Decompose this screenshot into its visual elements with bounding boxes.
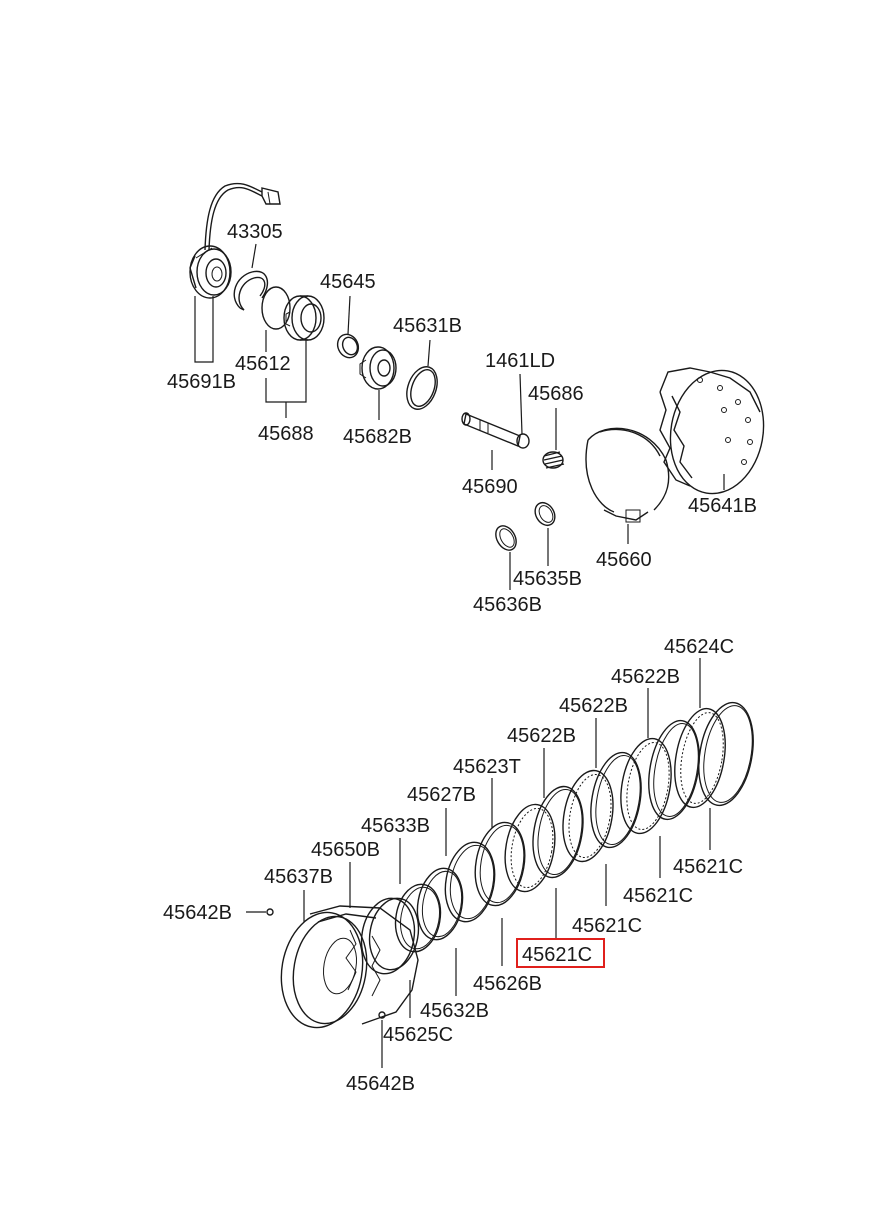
retainer-45682B[interactable]	[359, 346, 397, 390]
label-45691B: 45691B	[167, 371, 236, 393]
solenoid-wire	[204, 182, 281, 251]
label-45624C: 45624C	[664, 636, 734, 658]
label-45622B-mid: 45622B	[559, 695, 628, 717]
leader-lines-lower	[246, 658, 711, 1068]
brake-band-45660[interactable]	[585, 427, 670, 523]
friction-disc-45621C-highlight[interactable]	[499, 801, 562, 896]
plate-45626B[interactable]	[469, 818, 531, 909]
check-ball-45642B-1[interactable]	[266, 908, 274, 916]
label-45621C-midright: 45621C	[623, 885, 693, 907]
friction-disc-45621C-2[interactable]	[614, 735, 678, 838]
label-45621C-highlight[interactable]: 45621C	[522, 944, 592, 966]
label-45641B: 45641B	[688, 495, 757, 517]
spring-45686[interactable]	[542, 451, 565, 469]
label-45637B: 45637B	[264, 866, 333, 888]
piston-45688[interactable]	[283, 295, 325, 341]
steel-plate-45622B-2[interactable]	[584, 749, 648, 852]
label-45625C: 45625C	[383, 1024, 453, 1046]
label-45622B-low: 45622B	[507, 725, 576, 747]
label-45690: 45690	[462, 476, 518, 498]
label-45650B: 45650B	[311, 839, 380, 861]
label-45688: 45688	[258, 423, 314, 445]
snap-ring-43305[interactable]	[233, 270, 269, 311]
label-45645: 45645	[320, 271, 376, 293]
label-45622B-top: 45622B	[611, 666, 680, 688]
label-45633B: 45633B	[361, 815, 430, 837]
label-45623T: 45623T	[453, 756, 521, 778]
steel-plate-45622B-3[interactable]	[642, 717, 707, 824]
steel-plate-45622B-1[interactable]	[526, 783, 589, 882]
drum-45641B[interactable]	[659, 363, 773, 501]
label-45621C-right: 45621C	[673, 856, 743, 878]
pressure-plate-45624C[interactable]	[691, 698, 760, 809]
label-1461LD: 1461LD	[485, 350, 555, 372]
servo-rod-45690[interactable]	[461, 412, 530, 449]
label-45686: 45686	[528, 383, 584, 405]
label-45632B: 45632B	[420, 1000, 489, 1022]
clutch-piston-45650B[interactable]	[356, 894, 424, 978]
label-45631B: 45631B	[393, 315, 462, 337]
leader-lines-upper	[194, 243, 725, 590]
label-45636B: 45636B	[473, 594, 542, 616]
label-45642B-bottom: 45642B	[346, 1073, 415, 1095]
label-45612: 45612	[235, 353, 291, 375]
friction-disc-45621C-1[interactable]	[556, 767, 619, 866]
label-43305: 43305	[227, 221, 283, 243]
clutch-drum-45637B[interactable]	[273, 905, 419, 1034]
highlight-box[interactable]	[516, 938, 605, 968]
ring-45631B[interactable]	[401, 363, 442, 414]
ring-45636B[interactable]	[492, 522, 521, 554]
label-45682B: 45682B	[343, 426, 412, 448]
label-45621C-mid: 45621C	[572, 915, 642, 937]
seal-ring-45645[interactable]	[334, 331, 362, 361]
label-45660: 45660	[596, 549, 652, 571]
label-45626B: 45626B	[473, 973, 542, 995]
check-ball-45642B-2[interactable]	[378, 1011, 386, 1019]
o-ring-45612[interactable]	[261, 286, 291, 330]
solenoid-assembly[interactable]	[189, 245, 232, 299]
label-45635B: 45635B	[513, 568, 582, 590]
plate-45623T[interactable]	[439, 838, 500, 925]
ring-45635B[interactable]	[531, 499, 559, 529]
friction-disc-45621C-3[interactable]	[668, 705, 733, 812]
label-45627B: 45627B	[407, 784, 476, 806]
label-45642B-left: 45642B	[163, 902, 232, 924]
